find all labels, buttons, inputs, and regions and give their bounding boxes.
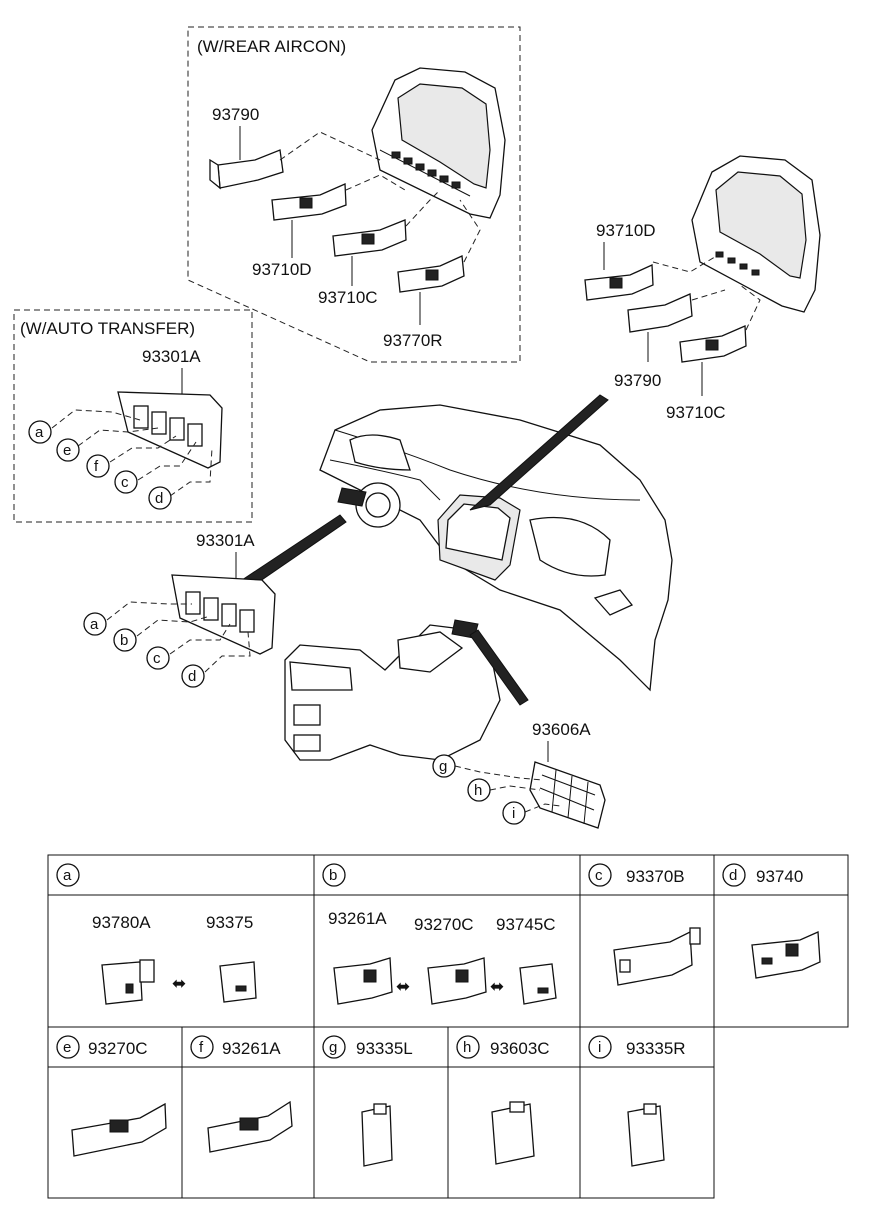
pointer-to-93301A: [241, 514, 347, 589]
right-switch-group: 93710D 93790 93710C: [584, 155, 821, 422]
table-letter-b: b: [329, 867, 337, 884]
part-93780A: 93780A: [92, 913, 151, 932]
label-93790-top: 93790: [212, 105, 259, 124]
switch-panel-93301A-box[interactable]: [117, 391, 223, 469]
callout-circle-d-main: [181, 664, 205, 688]
callout-e-box: e: [63, 442, 71, 459]
callout-i: i: [512, 805, 515, 822]
bracket-93606A[interactable]: [529, 761, 606, 829]
label-93710D-top: 93710D: [252, 260, 312, 279]
arrow-b1: ⬌: [396, 977, 410, 996]
switch-93770R[interactable]: [397, 199, 481, 293]
switch-93710C-top[interactable]: [332, 189, 441, 257]
table-letter-e: e: [63, 1039, 71, 1056]
part-93603C: 93603C: [490, 1039, 550, 1058]
label-93790-right: 93790: [614, 371, 661, 390]
callout-circle-g: [432, 754, 456, 778]
callout-c-box: c: [121, 474, 129, 491]
arrow-b2: ⬌: [490, 977, 504, 996]
table-cell-d: d 93740: [722, 863, 821, 979]
part-93745C: 93745C: [496, 915, 556, 934]
part-93370B: 93370B: [626, 867, 685, 886]
table-cell-c: c 93370B: [588, 863, 701, 986]
label-93770R: 93770R: [383, 331, 443, 350]
callout-h: h: [474, 782, 482, 799]
label-93710C-top: 93710C: [318, 288, 378, 307]
callout-d-box: d: [155, 490, 163, 507]
table-cell-f: f 93261A: [190, 1035, 293, 1153]
callout-circle-i: [502, 801, 526, 825]
callout-c-main: c: [153, 650, 161, 667]
center-fascia-bezel-right: [691, 155, 821, 313]
part-93270C: 93270C: [414, 915, 474, 934]
main-93301A-group: 93301A a b c d: [83, 531, 276, 688]
auto-transfer-group: (W/AUTO TRANSFER) 93301A a e f c d: [13, 309, 253, 523]
part-93261A-f: 93261A: [222, 1039, 281, 1058]
callout-circle-h: [467, 778, 491, 802]
callout-a-main: a: [90, 616, 99, 633]
part-93335L: 93335L: [356, 1039, 413, 1058]
callout-circle-f-box: [86, 454, 110, 478]
switch-93710D-top[interactable]: [271, 174, 406, 221]
callout-f-box: f: [94, 458, 99, 475]
switch-93710D-right[interactable]: [584, 254, 719, 301]
callout-g: g: [439, 758, 447, 775]
callout-circle-d-box: [148, 486, 172, 510]
table-letter-d: d: [729, 867, 737, 884]
label-93710C-right: 93710C: [666, 403, 726, 422]
callout-circle-c-box: [114, 470, 138, 494]
callout-a-box: a: [35, 424, 44, 441]
auto-transfer-title: (W/AUTO TRANSFER): [20, 319, 195, 338]
label-93606A: 93606A: [532, 720, 591, 739]
table-cell-h: h 93603C: [456, 1035, 550, 1165]
callout-circle-b-main: [113, 628, 137, 652]
callout-circle-a-main: [83, 612, 107, 636]
box-callout-leaders: [51, 409, 213, 497]
switch-93790-right[interactable]: [627, 289, 726, 333]
table-cell-b: b 93261A 93270C 93745C ⬌ ⬌: [322, 863, 557, 1005]
switch-93790-top[interactable]: [209, 131, 381, 190]
main-callout-leaders: [106, 601, 251, 673]
switch-93710C-right[interactable]: [679, 284, 761, 363]
rear-aircon-group: (W/REAR AIRCON) 93790 93710D: [187, 26, 521, 363]
part-93270C-e: 93270C: [88, 1039, 148, 1058]
table-letter-h: h: [463, 1039, 471, 1056]
bracket-callout-leaders: [454, 765, 561, 813]
label-93301A-main: 93301A: [196, 531, 255, 550]
part-93261A: 93261A: [328, 909, 387, 928]
dashboard-illustration: [284, 404, 673, 761]
callout-d-main: d: [188, 668, 196, 685]
parts-table: a 93780A 93375 ⬌ b 93261A 93270C 93745C …: [47, 854, 849, 1199]
part-93375: 93375: [206, 913, 253, 932]
part-93335R: 93335R: [626, 1039, 686, 1058]
table-letter-g: g: [329, 1039, 337, 1056]
table-letter-f: f: [199, 1039, 204, 1056]
table-letter-a: a: [63, 867, 72, 884]
center-fascia-bezel-top: [371, 67, 506, 219]
callout-circle-e-box: [56, 438, 80, 462]
part-93740: 93740: [756, 867, 803, 886]
table-letter-c: c: [595, 867, 603, 884]
label-93710D-right: 93710D: [596, 221, 656, 240]
table-cell-i: i 93335R: [588, 1035, 686, 1167]
table-cell-g: g 93335L: [322, 1035, 413, 1167]
callout-b-main: b: [120, 632, 128, 649]
callout-circle-a-box: [28, 420, 52, 444]
bracket-93606A-group: 93606A g h i: [432, 720, 606, 829]
pointer-to-93606A: [469, 629, 529, 706]
callout-circle-c-main: [146, 646, 170, 670]
table-cell-a: a 93780A 93375 ⬌: [56, 863, 257, 1005]
rear-aircon-title: (W/REAR AIRCON): [197, 37, 346, 56]
table-letter-i: i: [598, 1039, 601, 1056]
pointer-to-fascia: [469, 394, 609, 511]
label-93301A-box: 93301A: [142, 347, 201, 366]
table-cell-e: e 93270C: [56, 1035, 167, 1157]
arrow-a: ⬌: [172, 974, 186, 993]
